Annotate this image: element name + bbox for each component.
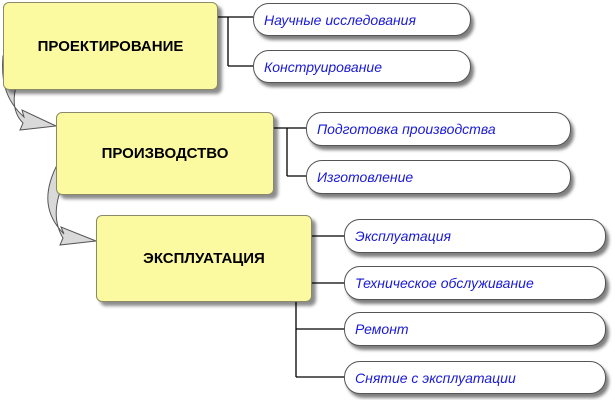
item-label: Техническое обслуживание bbox=[355, 275, 534, 291]
stage-production-title: ПРОИЗВОДСТВО bbox=[101, 145, 229, 162]
item-label: Ремонт bbox=[355, 321, 409, 337]
item-label: Снятие с эксплуатации bbox=[355, 369, 516, 386]
connector-stage2 bbox=[274, 127, 306, 177]
connector-stage3 bbox=[295, 235, 344, 378]
connector-stage1 bbox=[218, 16, 253, 67]
stage-operation: ЭКСПЛУАТАЦИЯ bbox=[96, 215, 312, 302]
item-label: Изготовление bbox=[317, 169, 414, 185]
item-label: Научные исследования bbox=[264, 11, 416, 28]
item-repair: Ремонт bbox=[344, 312, 606, 346]
item-production-prep: Подготовка производства bbox=[306, 112, 571, 146]
stage-design: ПРОЕКТИРОВАНИЕ bbox=[3, 2, 218, 90]
item-label: Конструирование bbox=[264, 58, 382, 75]
stage-operation-title: ЭКСПЛУАТАЦИЯ bbox=[143, 250, 265, 267]
item-decommission: Снятие с эксплуатации bbox=[344, 361, 606, 394]
item-research: Научные исследования bbox=[253, 3, 471, 36]
item-engineering: Конструирование bbox=[253, 50, 471, 83]
item-maintenance: Техническое обслуживание bbox=[344, 266, 606, 300]
item-label: Подготовка производства bbox=[317, 121, 496, 137]
item-label: Эксплуатация bbox=[355, 228, 451, 244]
item-operation: Эксплуатация bbox=[344, 219, 606, 253]
stage-production: ПРОИЗВОДСТВО bbox=[56, 112, 274, 195]
item-manufacturing: Изготовление bbox=[306, 160, 571, 194]
stage-design-title: ПРОЕКТИРОВАНИЕ bbox=[37, 37, 184, 55]
